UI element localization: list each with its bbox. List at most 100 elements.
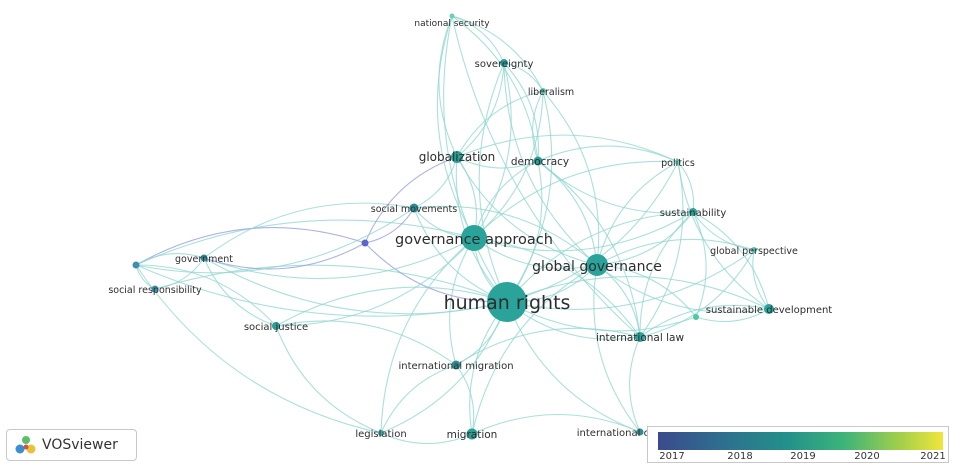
node-social-justice[interactable] — [272, 322, 280, 330]
legend-tick: 2020 — [854, 451, 880, 462]
year-color-legend: 2017 2018 2019 2020 2021 — [647, 426, 949, 463]
edge-social-movements-unlabeled-left — [135, 207, 415, 274]
edge-democracy-politics — [537, 145, 679, 163]
node-politics[interactable] — [675, 159, 681, 165]
edge-governance-approach-liberalism — [473, 90, 544, 239]
edge-global-governance-sovereignty — [503, 62, 598, 266]
edge-liberalism-national-security — [451, 15, 544, 92]
label-democracy: democracy — [511, 156, 569, 168]
edge-human-rights-politics — [506, 161, 679, 303]
label-liberalism: liberalism — [528, 87, 574, 98]
edge-human-rights-sovereignty — [478, 62, 508, 303]
label-international-law: international law — [596, 332, 685, 344]
node-sustainable-development[interactable] — [764, 304, 774, 314]
edge-unlabeled-purple-unlabeled-left — [135, 227, 366, 266]
label-social-responsibility: social responsibility — [108, 285, 202, 296]
node-democracy[interactable] — [533, 156, 543, 166]
vosviewer-logo-icon — [15, 436, 36, 454]
node-government[interactable] — [200, 254, 208, 262]
node-global-perspective[interactable] — [751, 247, 757, 253]
edge-politics-international-law — [639, 161, 684, 338]
edge-global-governance-globalization — [456, 156, 598, 266]
legend-tick: 2021 — [920, 451, 946, 462]
node-global-governance[interactable] — [586, 254, 608, 276]
label-social-justice: social justice — [244, 322, 308, 333]
edge-governance-approach-global-governance — [473, 237, 598, 269]
label-legislation: legislation — [355, 429, 406, 440]
label-governance-approach: governance approach — [395, 232, 553, 248]
node-national-security[interactable] — [449, 13, 455, 19]
edge-human-rights-liberalism — [506, 90, 553, 303]
edge-politics-sustainable-development — [677, 161, 770, 310]
edge-globalization-unlabeled-purple — [364, 156, 458, 244]
node-sustainability[interactable] — [689, 208, 697, 216]
edge-human-rights-social-responsibility — [154, 264, 508, 303]
node-unlabeled-purple[interactable] — [361, 239, 369, 247]
edge-social-movements-government — [203, 202, 415, 259]
vosviewer-logo[interactable]: VOSviewer — [6, 429, 137, 461]
edge-national-security-international-law — [451, 15, 641, 338]
edge-governance-approach-sovereignty — [473, 62, 512, 239]
edge-global-governance-liberalism — [542, 90, 600, 266]
edge-governance-approach-unlabeled-left — [135, 219, 475, 266]
edge-globalization-liberalism — [456, 90, 544, 158]
edge-unlabeled-left-social-justice — [135, 264, 277, 327]
edge-sustainable-development-international-law — [639, 304, 770, 338]
edge-democracy-liberalism — [532, 90, 544, 162]
label-sustainability: sustainability — [660, 208, 727, 219]
edge-global-perspective-sustainable-development — [752, 249, 770, 310]
legend-ticks: 2017 2018 2019 2020 2021 — [648, 451, 950, 463]
node-liberalism[interactable] — [540, 88, 546, 94]
edge-globalization-national-security — [438, 15, 458, 158]
edge-governance-approach-politics — [473, 160, 679, 239]
edge-unlabeled-purple-government — [203, 242, 366, 270]
edge-governance-approach-legislation — [380, 237, 475, 434]
node-human-rights[interactable] — [487, 282, 527, 322]
edge-globalization-social-movements — [413, 156, 458, 209]
edge-sustainability-unlabeled-green — [692, 211, 707, 318]
label-sustainable-development: sustainable development — [706, 305, 833, 316]
edge-unlabeled-purple-social-movements — [364, 207, 415, 244]
label-international-cooperation: international cooperation — [577, 428, 703, 439]
edge-social-justice-legislation — [275, 325, 382, 434]
edge-human-rights-unlabeled-green — [506, 301, 697, 332]
edge-migration-global-governance — [471, 264, 598, 435]
edge-global-governance-social-movements — [413, 205, 598, 266]
label-government: government — [175, 254, 233, 265]
edge-human-rights-unlabeled-left — [135, 264, 508, 317]
legend-tick: 2019 — [790, 451, 816, 462]
node-social-movements[interactable] — [409, 203, 419, 213]
label-international-migration: international migration — [398, 361, 513, 372]
edge-globalization-politics — [456, 134, 679, 163]
edge-social-justice-international-migration — [275, 320, 457, 366]
edge-unlabeled-left-legislation — [135, 264, 382, 434]
edge-legislation-migration — [380, 432, 473, 445]
node-international-migration[interactable] — [451, 360, 461, 370]
edge-governance-approach-international-migration — [449, 237, 475, 366]
edge-democracy-sovereignty — [503, 62, 540, 162]
node-unlabeled-left[interactable] — [132, 261, 140, 269]
node-unlabeled-green[interactable] — [693, 314, 699, 320]
network-labels: national securitysovereigntyliberalismgl… — [108, 19, 832, 441]
edge-governance-approach-international-law — [473, 237, 641, 338]
node-social-responsibility[interactable] — [151, 285, 159, 293]
network-edges — [135, 15, 770, 445]
edge-globalization-democracy — [456, 156, 539, 169]
label-global-governance: global governance — [532, 259, 662, 275]
node-sovereignty[interactable] — [500, 59, 508, 67]
label-social-movements: social movements — [371, 204, 457, 215]
label-global-perspective: global perspective — [710, 246, 798, 257]
node-migration[interactable] — [466, 428, 478, 440]
node-international-cooperation[interactable] — [636, 428, 644, 436]
label-globalization: globalization — [419, 150, 496, 164]
edge-global-governance-sustainable-development — [596, 264, 770, 313]
edge-globalization-sovereignty — [456, 62, 505, 158]
edge-government-social-responsibility — [154, 257, 205, 290]
legend-tick: 2017 — [659, 451, 685, 462]
node-governance-approach[interactable] — [461, 225, 487, 251]
edge-democracy-national-security — [451, 15, 539, 162]
node-international-law[interactable] — [635, 332, 645, 342]
node-legislation[interactable] — [378, 430, 384, 436]
node-globalization[interactable] — [451, 151, 463, 163]
